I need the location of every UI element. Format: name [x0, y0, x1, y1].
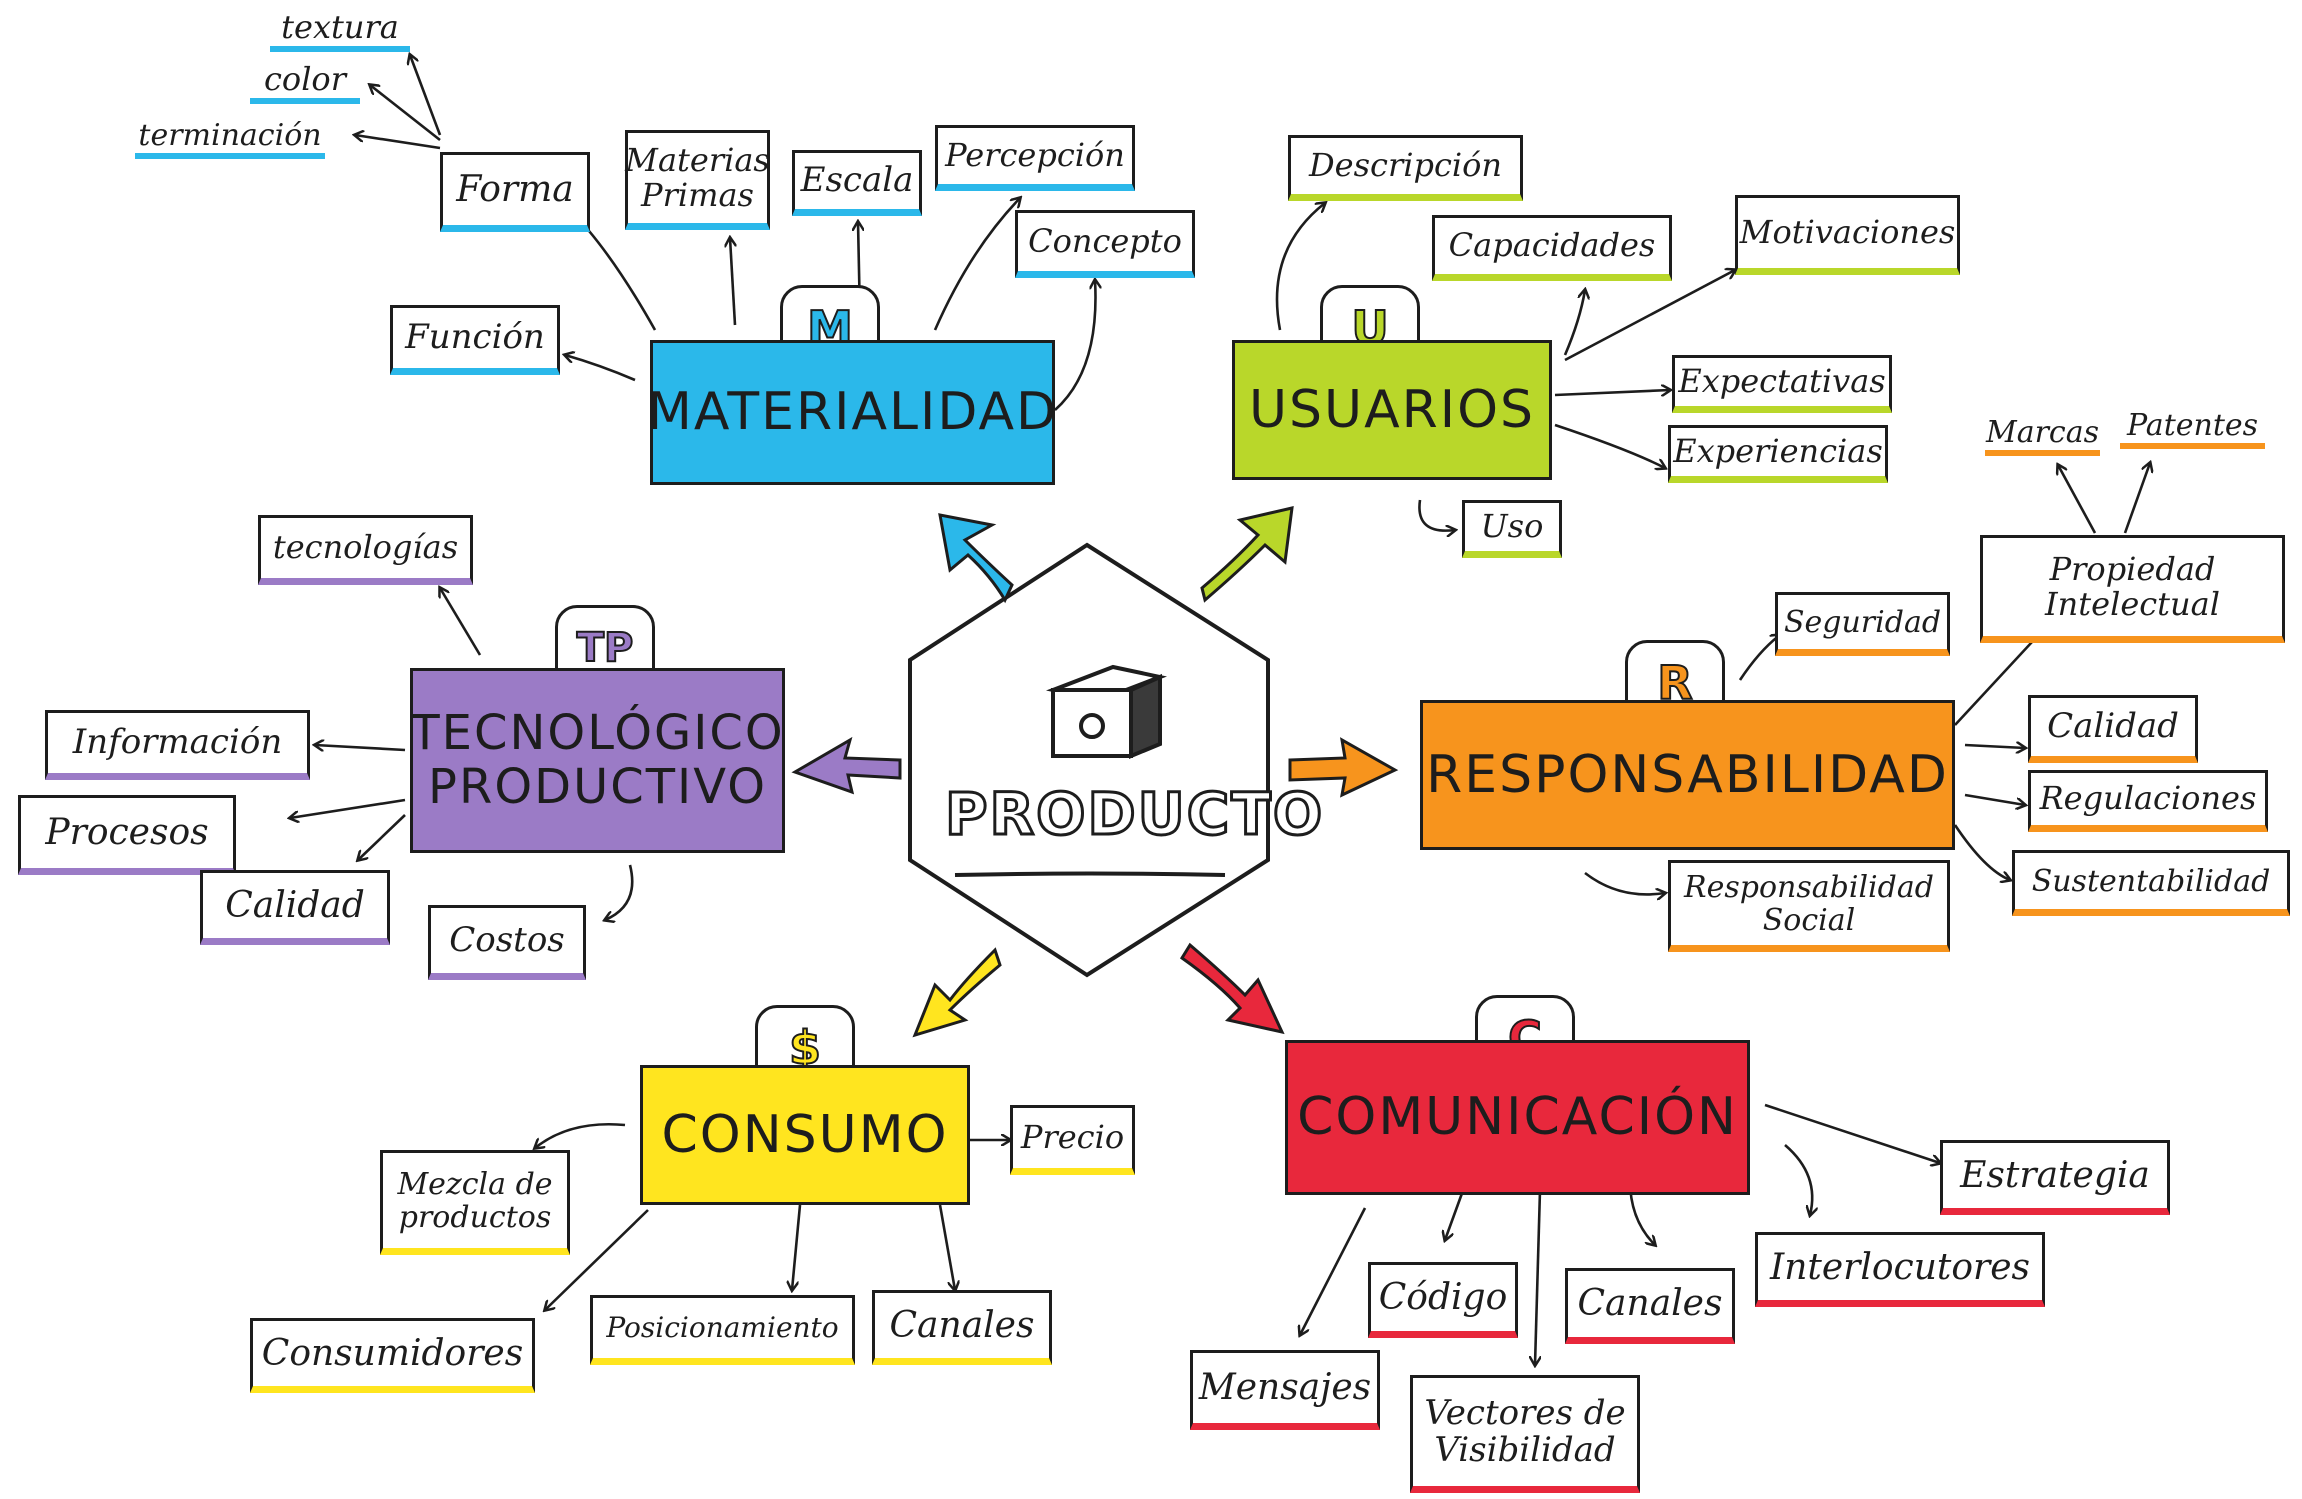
- calidad-resp-node: Calidad: [2028, 695, 2198, 763]
- patentes-label: Patentes: [2120, 408, 2265, 449]
- sustentabilidad-node: Sustentabilidad: [2012, 850, 2290, 916]
- arrow-to-responsabilidad: [1288, 737, 1399, 798]
- propiedad-intelectual-node: Propiedad Intelectual: [1980, 535, 2285, 643]
- color-label: color: [250, 60, 360, 104]
- estrategia-node: Estrategia: [1940, 1140, 2170, 1215]
- product-hexagon: [908, 542, 1270, 978]
- responsabilidad-social-node: Responsabilidad Social: [1668, 860, 1950, 952]
- capacidades-node: Capacidades: [1432, 215, 1672, 281]
- canales-comunicacion-node: Canales: [1565, 1268, 1735, 1344]
- consumidores-node: Consumidores: [250, 1318, 535, 1393]
- informacion-node: Información: [45, 710, 310, 780]
- arrow-to-consumo: [912, 947, 1002, 1038]
- precio-node: Precio: [1010, 1105, 1135, 1175]
- comunicacion-node: COMUNICACIÓN: [1285, 1040, 1750, 1195]
- marcas-label: Marcas: [1985, 415, 2100, 456]
- funcion-node: Función: [390, 305, 560, 375]
- materias-primas-node: Materias Primas: [625, 130, 770, 230]
- costos-node: Costos: [428, 905, 586, 980]
- expectativas-node: Expectativas: [1672, 355, 1892, 413]
- arrow-to-tecnologico: [791, 736, 902, 795]
- terminacion-label: terminación: [135, 118, 325, 159]
- forma-node: Forma: [440, 152, 590, 232]
- tecnologico-node: TECNOLÓGICO PRODUCTIVO: [410, 668, 785, 853]
- motivaciones-node: Motivaciones: [1735, 195, 1960, 275]
- tecnologico-label-2: PRODUCTIVO: [428, 758, 767, 815]
- arrow-to-comunicacion: [1179, 942, 1285, 1035]
- usuarios-node: USUARIOS: [1232, 340, 1552, 480]
- arrow-to-materialidad: [938, 513, 1014, 604]
- textura-label: textura: [270, 8, 410, 52]
- concepto-node: Concepto: [1015, 210, 1195, 278]
- experiencias-node: Experiencias: [1668, 425, 1888, 483]
- escala-node: Escala: [792, 150, 922, 216]
- materialidad-node: MATERIALIDAD: [647, 340, 1056, 485]
- mezcla-productos-node: Mezcla de productos: [380, 1150, 570, 1255]
- arrow-to-usuarios: [1200, 506, 1294, 603]
- interlocutores-node: Interlocutores: [1755, 1232, 2045, 1307]
- percepcion-node: Percepción: [935, 125, 1135, 191]
- posicionamiento-node: Posicionamiento: [590, 1295, 855, 1365]
- codigo-node: Código: [1368, 1262, 1518, 1338]
- cube-box-icon: [1045, 664, 1168, 759]
- regulaciones-node: Regulaciones: [2028, 770, 2268, 832]
- responsabilidad-node: RESPONSABILIDAD: [1420, 700, 1955, 850]
- procesos-node: Procesos: [18, 795, 236, 875]
- uso-node: Uso: [1462, 500, 1562, 558]
- calidad-tec-node: Calidad: [200, 870, 390, 945]
- center-title: PRODUCTO: [944, 779, 1325, 850]
- seguridad-node: Seguridad: [1775, 592, 1950, 656]
- descripcion-node: Descripción: [1288, 135, 1523, 201]
- vectores-visibilidad-node: Vectores de Visibilidad: [1410, 1375, 1640, 1493]
- canales-consumo-node: Canales: [872, 1290, 1052, 1365]
- consumo-node: CONSUMO: [640, 1065, 970, 1205]
- mensajes-node: Mensajes: [1190, 1350, 1380, 1430]
- tecnologias-node: tecnologías: [258, 515, 473, 585]
- tecnologico-label-1: TECNOLÓGICO: [410, 704, 785, 761]
